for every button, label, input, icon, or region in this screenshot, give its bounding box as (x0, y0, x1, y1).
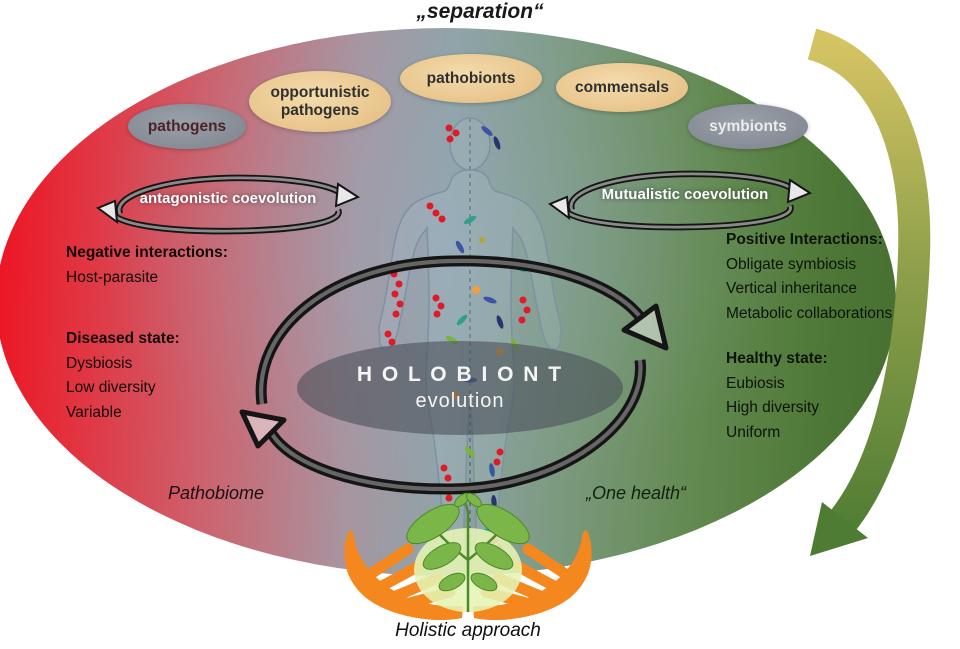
bubble-symbionts: symbionts (688, 104, 808, 149)
negative-interactions-title: Negative interactions: (66, 244, 228, 261)
holobiont-ellipse: H O L O B I O N T evolution (297, 341, 623, 435)
positive-interactions-title: Positive Interactions: (726, 231, 883, 248)
holistic-approach-label: Holistic approach (395, 620, 541, 641)
negative-interactions-panel: Negative interactions: Host-parasite Dis… (66, 241, 228, 425)
diseased-item: Variable (66, 403, 122, 421)
bubble-pathobionts: pathobionts (400, 54, 542, 103)
pathobiome-label: Pathobiome (168, 483, 265, 503)
one-health-label: „One health“ (586, 483, 687, 503)
separation-label: „separation“ (416, 0, 544, 23)
healthy-state-title: Healthy state: (726, 350, 828, 367)
healthy-item: Uniform (726, 423, 781, 441)
diseased-item: Dysbiosis (66, 354, 133, 372)
mutualistic-coevolution-label: Mutualistic coevolution (601, 186, 769, 203)
healthy-item: High diversity (726, 399, 820, 416)
bubble-pathogens: pathogens (128, 104, 246, 149)
diseased-state-title: Diseased state: (66, 330, 180, 347)
holobiont-subtitle: evolution (415, 390, 505, 412)
healthy-item: Eubiosis (726, 374, 785, 392)
positive-item: Metabolic collaborations (726, 304, 893, 322)
positive-item: Obligate symbiosis (726, 255, 857, 273)
bubble-commensals: commensals (556, 63, 688, 112)
negative-item: Host-parasite (66, 268, 159, 286)
antagonistic-coevolution-label: antagonistic coevolution (139, 190, 317, 207)
positive-item: Vertical inheritance (726, 280, 857, 297)
bubble-opportunistic-pathogens: opportunistic pathogens (249, 71, 391, 132)
holobiont-title: H O L O B I O N T (356, 363, 564, 386)
positive-interactions-panel: Positive Interactions: Obligate symbiosi… (726, 228, 892, 445)
diseased-item: Low diversity (66, 379, 156, 396)
